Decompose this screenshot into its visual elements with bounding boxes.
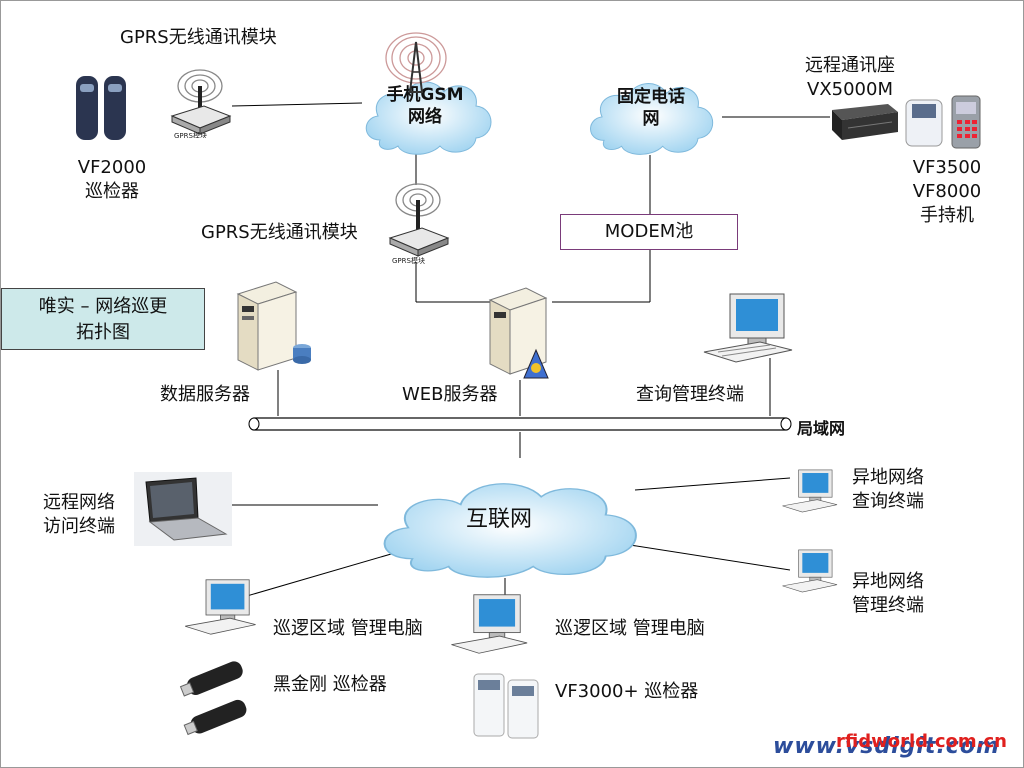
gprs-module-mid-icon: GPRS模块 [388,183,450,264]
internet-cloud-icon [383,483,637,578]
remote-seat-label-line-2: VX5000M [807,79,893,100]
vx5000m-device-icon [832,104,898,140]
patrol-pc-mid-icon [451,594,528,654]
web-server-icon [488,287,549,379]
gsm-cloud-label: 手机GSM 网络 [370,84,480,128]
vf-handhelds-label: VF3500 VF8000 手持机 [900,156,994,228]
svg-text:GPRS模块: GPRS模块 [174,131,207,138]
remote-seat-label: 远程通讯座 VX5000M [790,54,910,102]
offsite-manage-label-line-1: 异地网络 [852,571,924,592]
diagram-title-line-2: 拓扑图 [76,322,130,343]
vf-handhelds-label-line-2: VF8000 [912,181,982,202]
internet-cloud-label: 互联网 [466,507,533,532]
remote-access-label-line-1: 远程网络 [43,492,115,513]
vf2000-label-line-1: VF2000 [77,157,147,178]
diagram-title-line-1: 唯实 – 网络巡更 [38,296,168,317]
vf3000-device-icon [473,673,539,739]
offsite-manage-label: 异地网络 管理终端 [852,570,924,618]
patrol-pc-left-icon [185,579,256,635]
web-server-label: WEB服务器 [402,384,498,405]
remote-access-label-line-2: 访问终端 [43,516,115,537]
gsm-cloud-icon [365,81,492,155]
query-terminal-icon [703,293,793,363]
gsm-antenna-icon [385,32,447,93]
modem-pool-label: MODEM池 [604,221,694,242]
vf2000-device-icon [76,76,126,140]
vf3000-label: VF3000+ 巡检器 [555,681,699,702]
pstn-cloud-icon [590,83,713,155]
patrol-pc-left-label: 巡逻区域 管理电脑 [273,618,423,639]
offsite-query-label-line-2: 查询终端 [852,491,924,512]
black-kingkong-reader-icon [179,661,247,736]
watermark-rfidworld: rfidworld.com.cn [836,731,1007,752]
vf2000-label: VF2000 巡检器 [72,156,152,204]
data-server-label: 数据服务器 [160,384,250,405]
vf-handhelds-label-line-1: VF3500 [912,157,982,178]
svg-text:GPRS模块: GPRS模块 [392,256,425,264]
diagram-title-box: 唯实 – 网络巡更 拓扑图 [1,288,205,350]
query-terminal-label: 查询管理终端 [636,384,744,405]
remote-seat-label-line-1: 远程通讯座 [805,55,895,76]
black-kingkong-label: 黑金刚 巡检器 [273,674,387,695]
lan-bus [248,417,792,431]
gprs-module-top-icon: GPRS模块 [170,69,232,138]
gprs-mid-label: GPRS无线通讯模块 [201,222,358,243]
vf-handhelds-label-line-3: 手持机 [920,205,974,226]
remote-laptop-icon [134,472,232,546]
lan-label: 局域网 [797,419,846,438]
vf2000-label-line-2: 巡检器 [85,181,139,202]
gsm-cloud-line-1: 手机GSM [386,85,464,105]
data-server-icon [236,281,311,371]
pstn-cloud-line-2: 网 [642,109,660,129]
offsite-manage-label-line-2: 管理终端 [852,595,924,616]
pstn-cloud-label: 固定电话 网 [596,86,706,130]
offsite-query-terminal-icon [782,469,838,513]
gsm-cloud-line-2: 网络 [408,107,442,127]
pstn-cloud-line-1: 固定电话 [617,87,685,107]
watermark-vsdigit: www.vsdigit.com [773,734,1000,759]
gprs-top-label: GPRS无线通讯模块 [120,27,277,48]
remote-access-label: 远程网络 访问终端 [34,491,124,539]
offsite-query-label-line-1: 异地网络 [852,467,924,488]
offsite-manage-terminal-icon [782,549,838,593]
offsite-query-label: 异地网络 查询终端 [852,466,924,514]
modem-pool-box: MODEM池 [560,214,738,250]
patrol-pc-mid-label: 巡逻区域 管理电脑 [555,618,705,639]
handheld-devices-icon [905,95,981,149]
